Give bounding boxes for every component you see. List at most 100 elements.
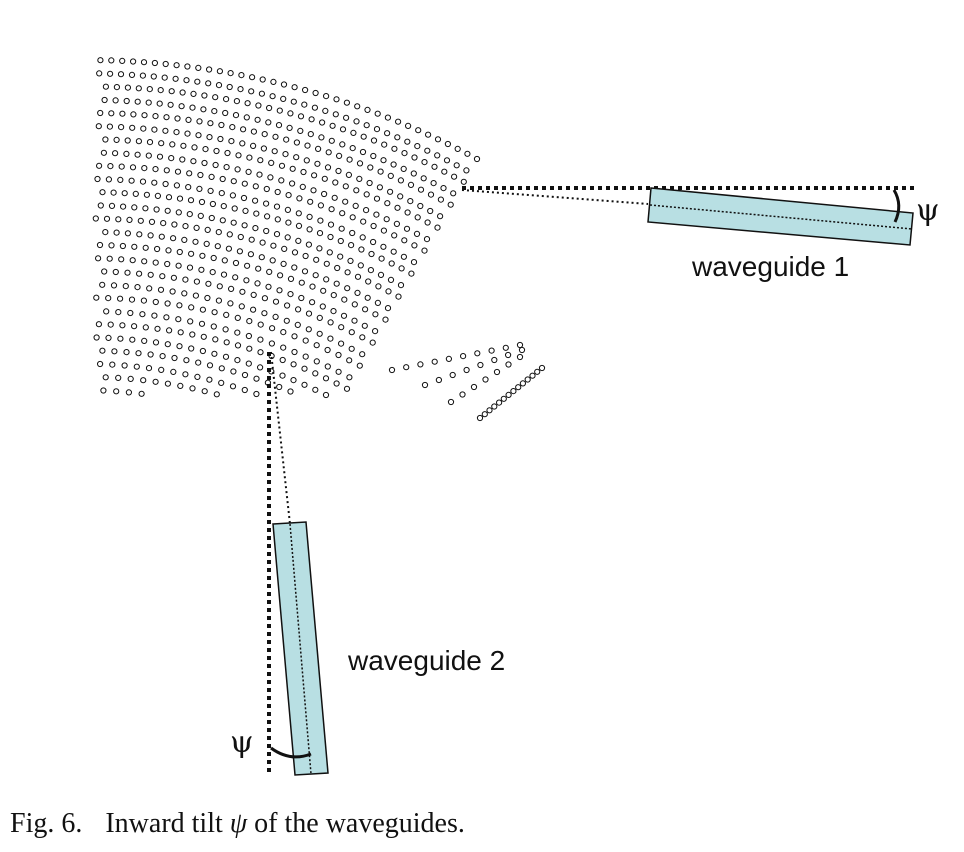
lattice-hole: [140, 125, 147, 132]
lattice-hole: [182, 371, 189, 378]
lattice-hole: [99, 189, 106, 196]
lattice-hole: [302, 337, 309, 344]
lattice-hole: [248, 88, 255, 95]
lattice-hole: [139, 72, 146, 79]
lattice-hole: [142, 324, 149, 331]
lattice-hole: [286, 124, 293, 132]
lattice-hole: [395, 118, 402, 125]
lattice-hole: [460, 178, 467, 185]
lattice-hole: [197, 171, 204, 179]
lattice-hole: [223, 164, 230, 171]
lattice-hole: [276, 287, 283, 294]
lattice-hole: [177, 329, 184, 336]
lattice-hole: [198, 266, 205, 273]
lattice-hole: [105, 295, 112, 302]
lattice-hole: [384, 305, 392, 312]
lattice-hole: [281, 245, 288, 252]
lattice-hole: [220, 271, 228, 278]
lattice-hole: [505, 351, 512, 359]
figure-caption: Fig. 6. Inward tilt ψ of the waveguides.: [10, 808, 465, 840]
lattice-hole: [212, 336, 219, 343]
lattice-hole: [232, 112, 240, 119]
lattice-hole: [218, 379, 225, 386]
lattice-hole: [332, 179, 339, 186]
lattice-hole: [100, 387, 107, 394]
lattice-hole: [280, 95, 287, 103]
lattice-hole: [450, 190, 457, 197]
lattice-hole: [178, 103, 185, 110]
lattice-hole: [486, 407, 493, 414]
lattice-hole: [255, 265, 262, 272]
lattice-hole: [238, 303, 245, 310]
lattice-hole: [152, 378, 159, 385]
lattice-hole: [364, 106, 371, 114]
lattice-hole: [223, 311, 230, 318]
lattice-hole: [333, 280, 340, 287]
lattice-hole: [421, 381, 429, 389]
lattice-hole: [257, 157, 264, 164]
lattice-hole: [410, 170, 417, 177]
lattice-hole: [201, 388, 208, 395]
lattice-hole: [246, 154, 253, 161]
lattice-hole: [117, 335, 124, 342]
lattice-hole: [107, 70, 114, 77]
lattice-hole: [175, 209, 182, 216]
lattice-hole: [463, 167, 470, 174]
lattice-hole: [257, 349, 264, 356]
lattice-hole: [351, 301, 358, 308]
lattice-hole: [241, 386, 248, 394]
lattice-hole: [239, 288, 246, 295]
lattice-hole: [342, 183, 349, 190]
lattice-hole: [424, 147, 431, 154]
lattice-hole: [398, 265, 405, 272]
lattice-hole: [417, 361, 424, 368]
lattice-hole: [124, 84, 132, 91]
lattice-hole: [119, 322, 126, 329]
lattice-hole: [212, 161, 219, 169]
lattice-hole: [320, 287, 327, 294]
lattice-hole: [309, 299, 316, 306]
lattice-hole: [354, 273, 362, 280]
lattice-hole: [268, 159, 275, 166]
lattice-hole: [420, 175, 427, 182]
lattice-hole: [358, 246, 365, 253]
lattice-hole: [200, 333, 207, 340]
lattice-hole: [176, 302, 183, 309]
lattice-hole: [156, 100, 163, 107]
lattice-hole: [211, 309, 218, 316]
lattice-hole: [163, 314, 170, 321]
lattice-hole: [272, 133, 279, 140]
lattice-hole: [381, 141, 388, 148]
lattice-hole: [253, 375, 260, 382]
lattice-hole: [199, 306, 206, 313]
lattice-hole: [366, 179, 373, 187]
lattice-hole: [290, 377, 297, 384]
lattice-hole: [373, 211, 380, 218]
lattice-hole: [421, 159, 428, 166]
lattice-hole: [243, 114, 250, 121]
lattice-hole: [356, 160, 364, 167]
lattice-hole: [95, 321, 103, 328]
lattice-hole: [199, 252, 206, 259]
lattice-hole: [380, 227, 387, 234]
lattice-hole: [188, 304, 195, 311]
lattice-hole: [196, 118, 203, 125]
lattice-hole: [124, 230, 132, 237]
lattice-hole: [192, 238, 199, 245]
lattice-hole: [283, 136, 290, 143]
lattice-hole: [316, 330, 323, 337]
lattice-hole: [505, 361, 512, 368]
lattice-hole: [171, 221, 178, 228]
lattice-hole: [161, 74, 168, 81]
lattice-hole: [173, 182, 180, 189]
lattice-hole: [239, 140, 246, 147]
lattice-hole: [185, 184, 192, 191]
lattice-hole: [115, 309, 122, 316]
lattice-hole: [273, 203, 281, 210]
lattice-hole: [136, 231, 143, 238]
lattice-hole: [162, 60, 169, 68]
lattice-hole: [164, 207, 171, 214]
lattice-hole: [360, 133, 367, 140]
lattice-hole: [230, 178, 237, 185]
lattice-hole: [238, 72, 245, 79]
